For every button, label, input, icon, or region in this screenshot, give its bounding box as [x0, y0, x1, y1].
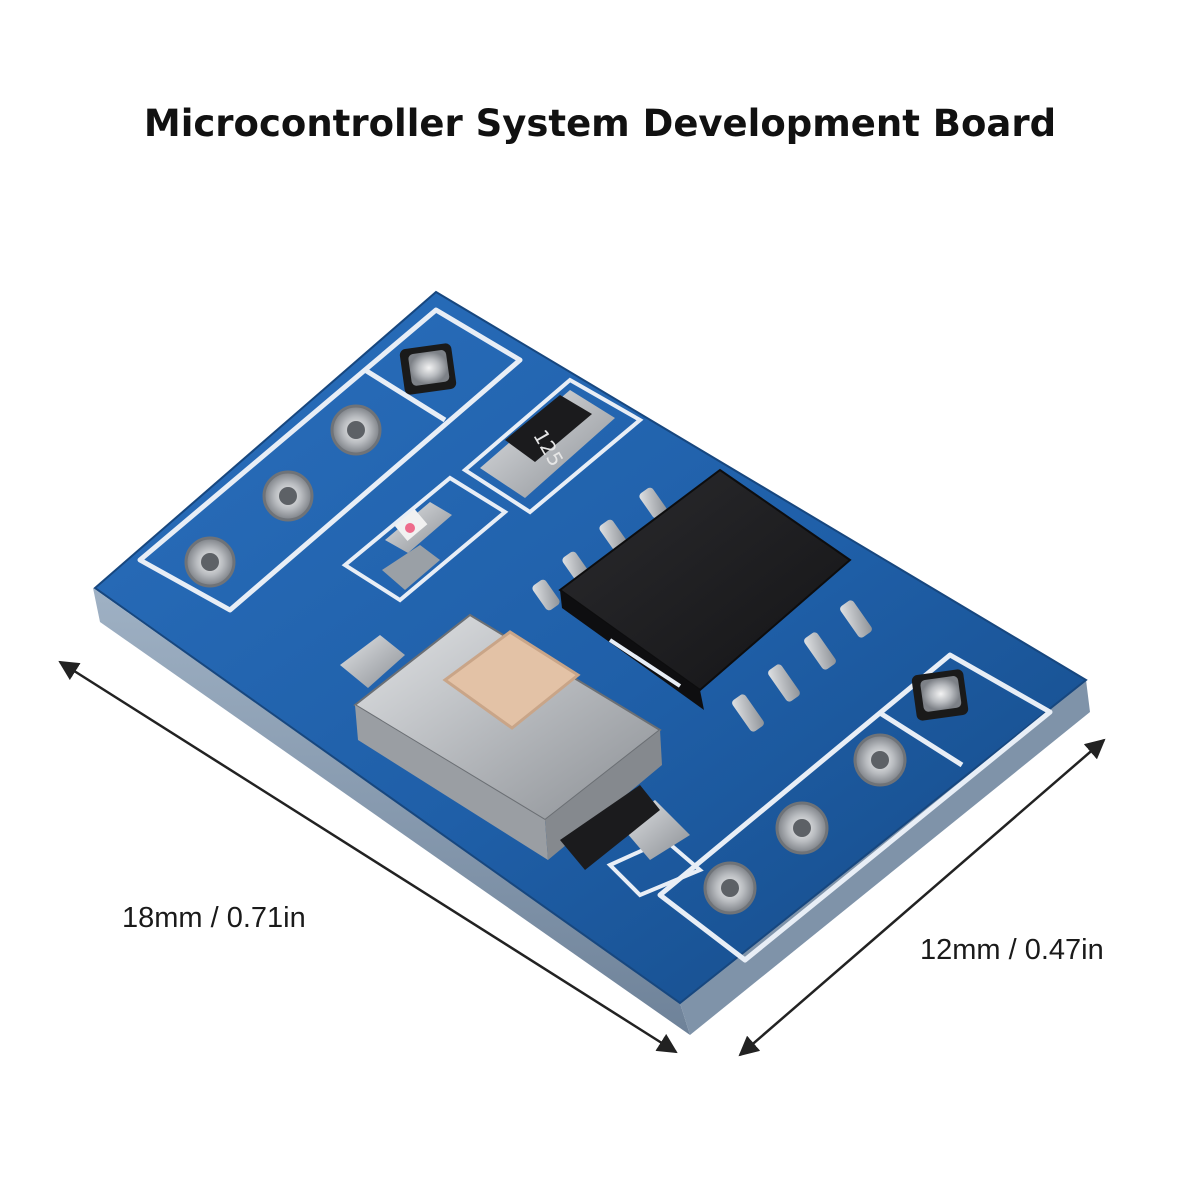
length-dimension-arrow	[58, 660, 678, 1054]
pcb-board	[93, 290, 1088, 1005]
length-dimension-label: 18mm / 0.71in	[122, 902, 306, 934]
resistor: 125	[461, 377, 644, 515]
page-title: Microcontroller System Development Board	[143, 102, 1057, 145]
width-dimension-arrow	[738, 738, 1106, 1057]
width-dimension-label: 12mm / 0.47in	[920, 934, 1104, 966]
led	[341, 475, 509, 603]
left-header-silkscreen	[137, 307, 523, 613]
left-header-pins	[184, 343, 457, 588]
